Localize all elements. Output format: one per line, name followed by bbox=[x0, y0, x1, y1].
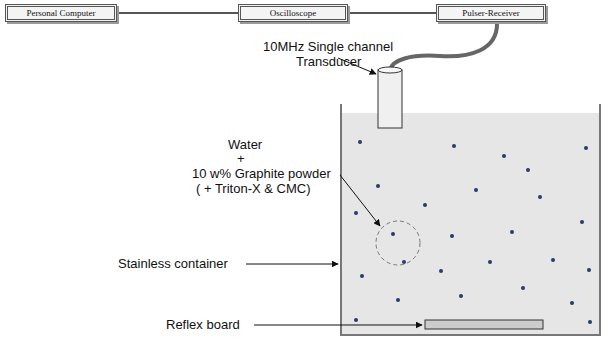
signal-cable bbox=[117, 12, 238, 14]
leader-arrow bbox=[254, 325, 422, 326]
annotation-label: + bbox=[237, 151, 245, 166]
stainless-container bbox=[341, 104, 600, 335]
signal-cable bbox=[348, 12, 436, 14]
box-label: Personal Computer bbox=[26, 8, 95, 18]
annotation-label: Reflex board bbox=[166, 317, 240, 332]
annotation-label: Water bbox=[228, 137, 262, 152]
annotation-label: ( + Triton-X & CMC) bbox=[196, 181, 311, 196]
transducer-top bbox=[378, 67, 402, 73]
box-label: Pulser-Receiver bbox=[462, 8, 519, 18]
leader-arrow bbox=[340, 175, 380, 226]
dashed-circle bbox=[376, 221, 420, 265]
annotation-label: 10MHz Single channel bbox=[263, 39, 393, 54]
transducer-body bbox=[378, 70, 402, 128]
annotation-label: Transducer bbox=[296, 54, 361, 69]
annotation-label: 10 w% Graphite powder bbox=[192, 166, 331, 181]
device-box: Pulser-Receiver bbox=[436, 4, 546, 22]
graphite-particles bbox=[354, 140, 592, 324]
water-fill bbox=[341, 113, 600, 335]
device-box: Personal Computer bbox=[5, 4, 117, 22]
box-label: Oscilloscope bbox=[270, 8, 317, 18]
reflex-board bbox=[425, 320, 543, 329]
leader-arrow bbox=[246, 264, 338, 265]
transducer-cable bbox=[390, 24, 497, 70]
annotation-label: Stainless container bbox=[118, 256, 228, 271]
device-box: Oscilloscope bbox=[238, 4, 348, 22]
